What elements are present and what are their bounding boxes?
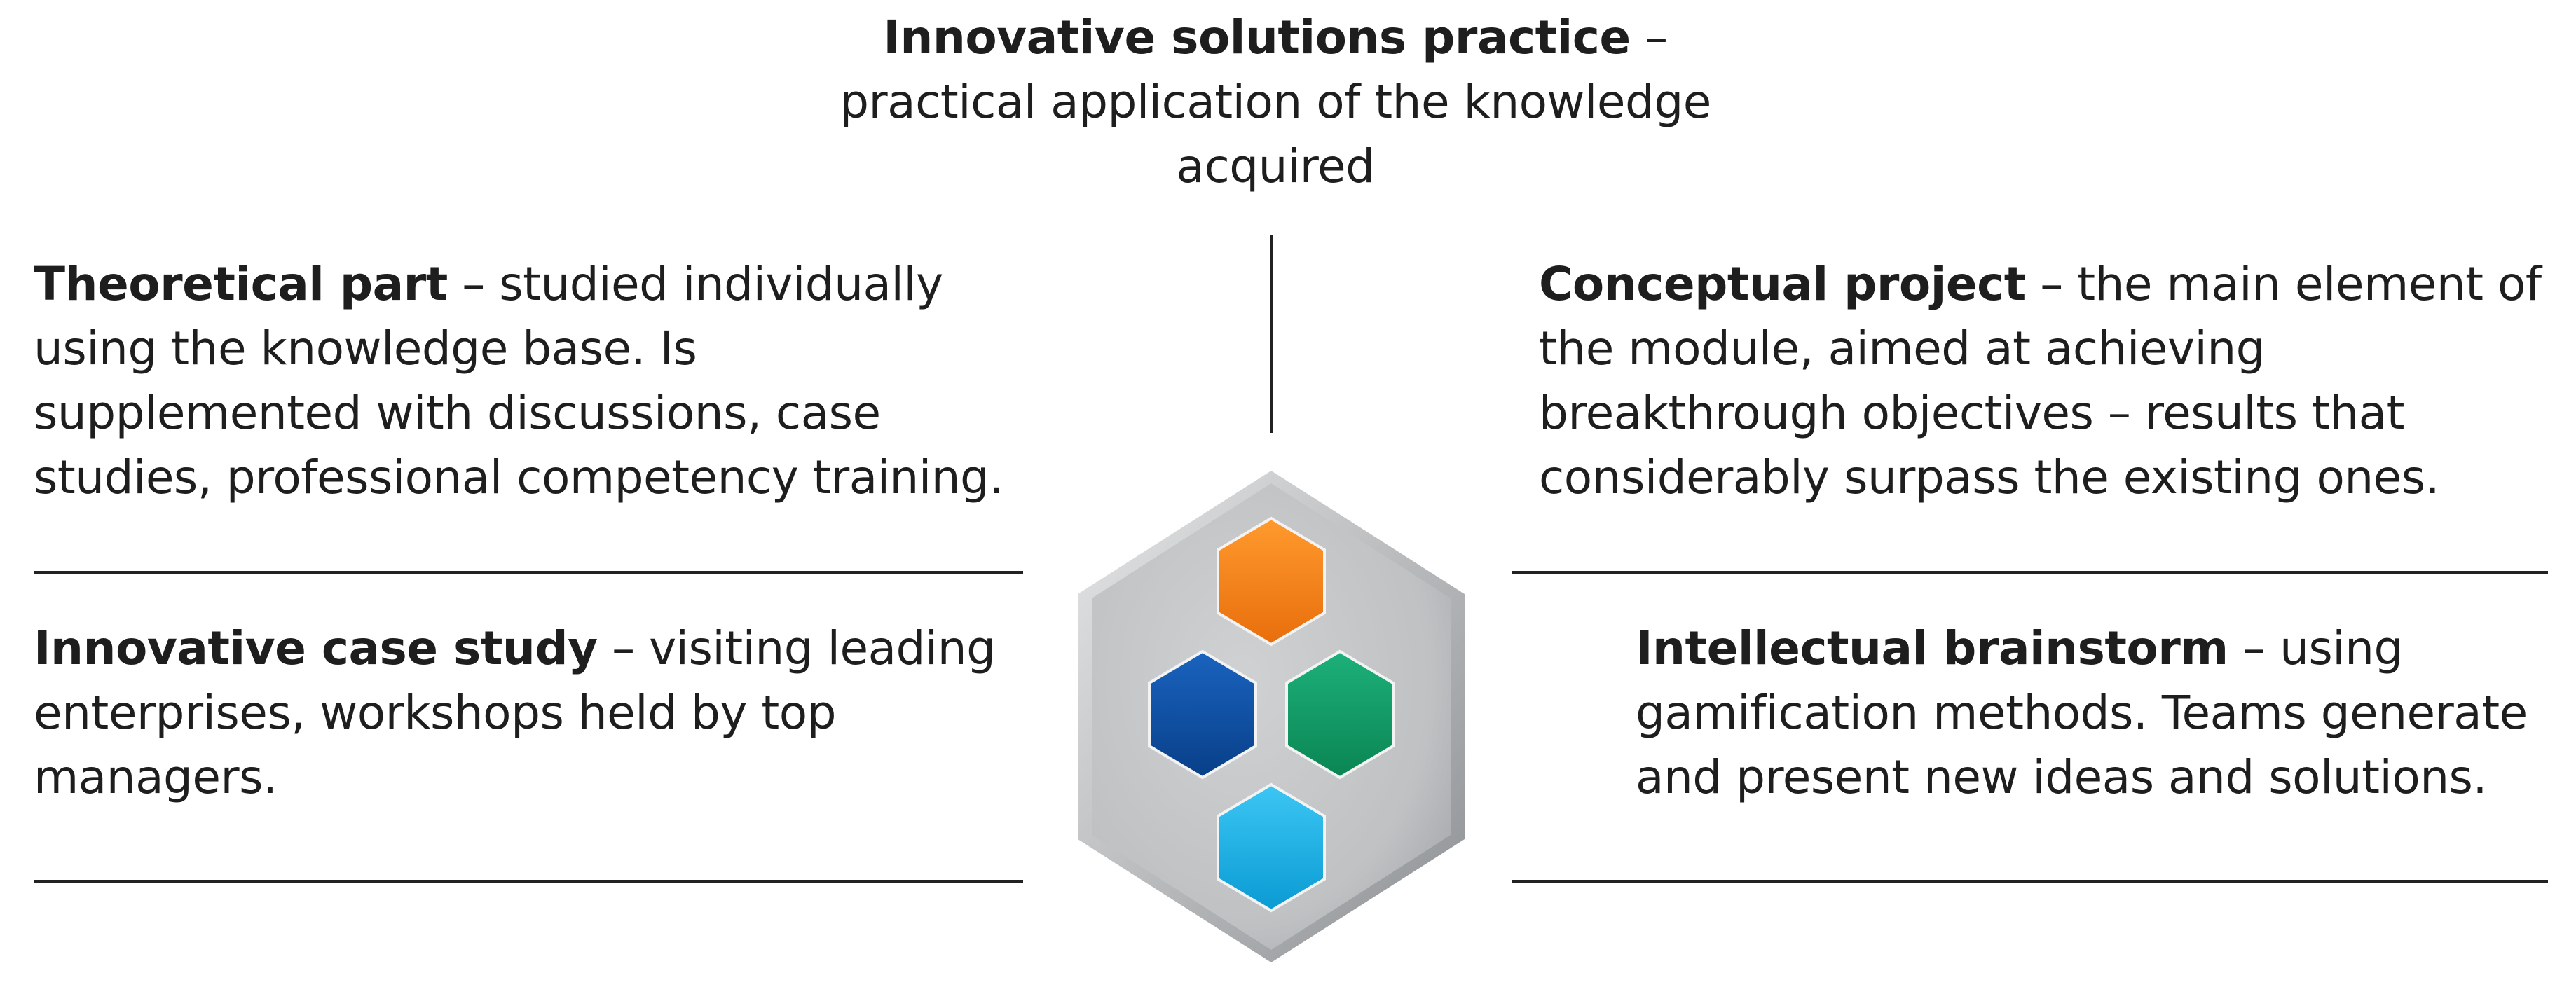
theoretical-part-block: Theoretical part – studied individually … [34,252,1029,510]
conceptual-project-description: – the main element of the module, aimed … [1539,257,2542,504]
theoretical-part-title: Theoretical part [34,257,448,311]
intellectual-brainstorm-description: – using gamification methods. Teams gene… [1636,621,2528,804]
right-lower-divider [1512,880,2548,883]
left-upper-divider [34,571,1023,574]
intellectual-brainstorm-block: Intellectual brainstorm – using gamifica… [1636,616,2547,810]
innovative-solutions-practice-title: Innovative solutions practice [883,11,1631,64]
innovative-case-study-description: – visiting leading enterprises, workshop… [34,621,996,804]
dark-blue-hexagon-icon [1148,649,1257,780]
innovative-case-study-block: Innovative case study – visiting leading… [34,616,1029,810]
vertical-connector-line [1270,235,1273,433]
green-hexagon-icon [1285,649,1395,780]
right-upper-divider [1512,571,2548,574]
outer-hexagon-face [1092,483,1451,950]
orange-hexagon-icon [1217,516,1326,647]
intellectual-brainstorm-title: Intellectual brainstorm [1636,621,2228,675]
light-blue-hexagon-icon [1217,782,1326,913]
innovative-solutions-practice-description: – practical application of the knowledge… [840,11,1711,193]
left-lower-divider [34,880,1023,883]
innovative-solutions-practice-block: Innovative solutions practice – practica… [799,6,1752,199]
central-hexagon-graphic [1078,471,1465,962]
theoretical-part-description: – studied individually using the knowled… [34,257,1003,504]
conceptual-project-title: Conceptual project [1539,257,2026,311]
conceptual-project-block: Conceptual project – the main element of… [1539,252,2548,510]
innovative-case-study-title: Innovative case study [34,621,598,675]
